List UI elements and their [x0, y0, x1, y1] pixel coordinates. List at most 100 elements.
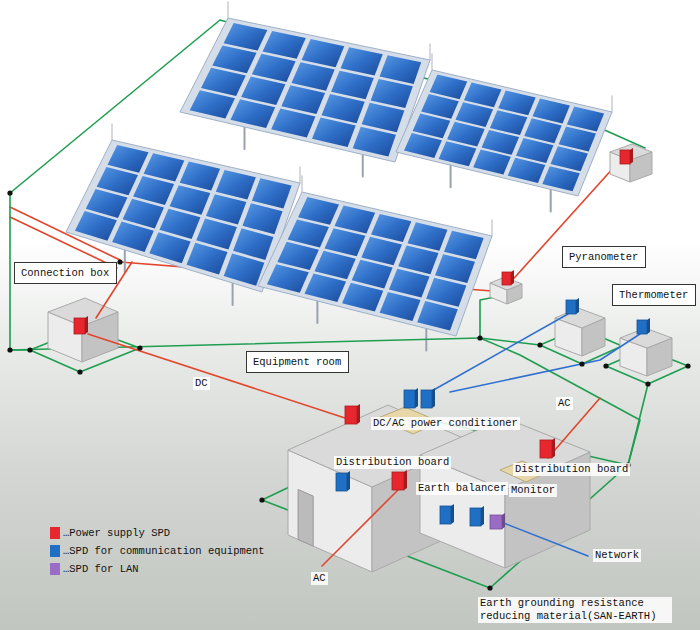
junction-dot — [7, 347, 12, 352]
part-label: Distribution board — [513, 463, 630, 476]
solar-cell — [277, 242, 319, 270]
solar-cell — [133, 176, 174, 205]
solar-cell — [322, 94, 365, 123]
solar-cell — [352, 260, 393, 289]
solar-cell — [439, 141, 477, 166]
junction-dot — [117, 259, 122, 264]
solar-cell — [212, 45, 256, 73]
lightning-rod — [431, 54, 433, 70]
lightning-rod — [301, 176, 303, 192]
spd-unit — [502, 272, 511, 285]
solar-cell — [550, 146, 587, 171]
spd-side — [552, 438, 555, 458]
door — [298, 489, 313, 546]
dc-wire — [88, 334, 345, 418]
spd-units — [74, 148, 650, 529]
junction-dot — [487, 585, 492, 590]
network-wire — [501, 522, 588, 556]
solar-cell — [567, 107, 604, 132]
solar-cell — [281, 85, 325, 114]
spd-side — [647, 318, 650, 334]
spd-unit — [490, 515, 502, 529]
spd-side — [432, 388, 435, 408]
solar-cell — [342, 283, 383, 312]
junction-dot — [77, 369, 82, 374]
legend: …Power supply SPD…SPD for communication … — [50, 524, 265, 578]
solar-cell — [473, 150, 511, 175]
part-label: DC/AC power conditioner — [371, 417, 520, 430]
panel-frame — [258, 192, 492, 336]
solar-cell — [267, 264, 309, 292]
lightning-rod — [429, 44, 431, 60]
solar-cell — [408, 222, 448, 250]
part-label: Earth grounding resistance reducing mate… — [478, 597, 672, 623]
spd-unit — [540, 440, 552, 458]
solar-array — [66, 2, 612, 351]
legend-row: …Power supply SPD — [50, 524, 265, 542]
spd-side — [85, 316, 88, 334]
solar-cell — [524, 118, 561, 143]
panel-frame — [396, 70, 612, 196]
panel-leg — [550, 189, 552, 211]
solar-cell — [371, 79, 413, 108]
part-label: Network — [593, 549, 641, 562]
solar-cell — [380, 55, 422, 84]
solar-cell — [444, 231, 484, 260]
earth-wire — [10, 349, 30, 351]
panel-leg — [232, 283, 234, 305]
lightning-rod — [611, 96, 613, 112]
box-label: Thermometer — [619, 288, 688, 302]
solar-cell — [533, 99, 570, 124]
solar-cell — [447, 122, 485, 147]
spd-unit — [637, 320, 647, 334]
solar-cell — [417, 301, 458, 330]
lightning-rod — [227, 2, 229, 18]
dc-wire — [507, 166, 615, 286]
spd-side — [404, 470, 407, 490]
solar-cell — [371, 214, 411, 242]
solar-cell — [380, 292, 421, 321]
junction-dot — [7, 190, 12, 195]
solar-cell — [242, 203, 282, 234]
solar-cell — [305, 273, 347, 302]
spd-side — [347, 471, 350, 491]
spd-side — [415, 388, 418, 408]
solar-cell — [325, 228, 366, 256]
panel-leg — [124, 250, 126, 272]
part-label: AC — [311, 572, 328, 585]
box-label: Pyranometer — [569, 250, 638, 264]
panel-frame — [180, 18, 430, 162]
panel-leg — [316, 301, 318, 323]
front-wiring — [88, 262, 640, 566]
junction-dot — [603, 363, 608, 368]
solar-cell — [335, 206, 376, 234]
label-box: Thermometer — [612, 284, 696, 306]
solar-cell — [490, 110, 527, 135]
solar-cell — [263, 31, 306, 59]
solar-cell — [302, 39, 345, 67]
legend-swatch — [50, 563, 60, 575]
spd-side — [357, 404, 360, 424]
solar-cell — [271, 108, 315, 137]
solar-cell — [108, 145, 149, 173]
solar-cell — [224, 253, 265, 285]
part-label: Distribution board — [334, 456, 451, 469]
label-box: Equipment room — [246, 351, 349, 373]
lightning-rod — [299, 167, 301, 183]
legend-swatch — [50, 527, 60, 539]
part-label: Earth balancer — [416, 482, 508, 495]
legend-row: …SPD for communication equipment — [50, 542, 265, 560]
spd-side — [502, 513, 505, 529]
spd-side — [576, 298, 579, 314]
solar-cell — [456, 102, 494, 127]
solar-cell — [413, 114, 451, 139]
spd-side — [511, 270, 514, 285]
spd-side — [451, 504, 454, 524]
solar-cell — [216, 170, 256, 200]
solar-cell — [170, 185, 211, 215]
earth-wiring — [10, 193, 688, 588]
solar-cell — [144, 153, 185, 181]
solar-cell — [233, 228, 273, 260]
solar-cell — [341, 47, 383, 75]
